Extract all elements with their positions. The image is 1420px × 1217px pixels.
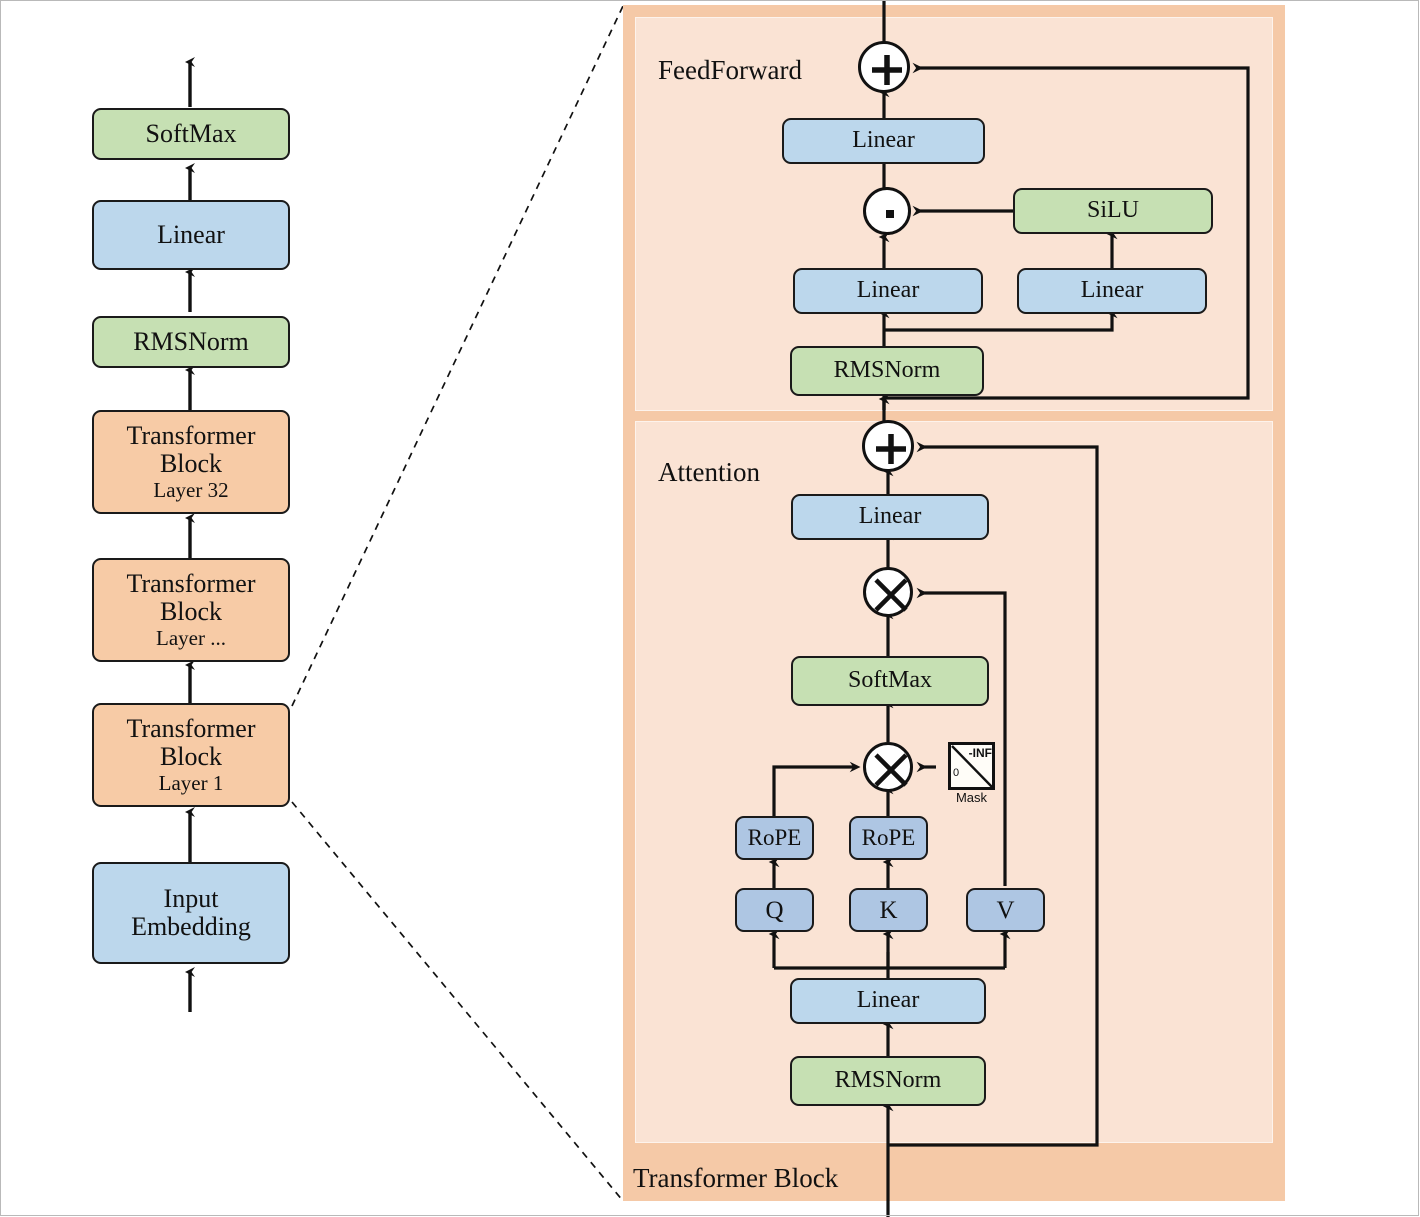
node-input-embedding: Input Embedding bbox=[92, 862, 290, 964]
attention-add-operator bbox=[862, 420, 914, 472]
node-label-2: Block bbox=[159, 597, 223, 627]
node-label-2: Block bbox=[159, 449, 223, 479]
node-transformer-block-32: Transformer Block Layer 32 bbox=[92, 410, 290, 514]
mask-icon: -INF 0 bbox=[948, 742, 995, 790]
node-transformer-block-mid: Transformer Block Layer ... bbox=[92, 558, 290, 662]
node-label: V bbox=[996, 896, 1015, 924]
attention-value-multiply-operator bbox=[863, 567, 913, 617]
times-icon bbox=[874, 753, 908, 787]
node-sublabel: Layer 1 bbox=[158, 771, 224, 796]
node-ff-linear-up: Linear bbox=[1017, 268, 1207, 314]
feedforward-multiply-operator bbox=[863, 187, 911, 235]
node-label: RMSNorm bbox=[133, 326, 249, 356]
mask-upper-value: -INF bbox=[968, 746, 992, 760]
node-label: Linear bbox=[856, 277, 920, 304]
attention-qk-multiply-operator bbox=[863, 742, 913, 792]
mask-caption: Mask bbox=[955, 790, 988, 805]
node-softmax-output: SoftMax bbox=[92, 108, 290, 160]
node-label: K bbox=[879, 896, 898, 924]
node-label-2: Block bbox=[159, 742, 223, 772]
node-sublabel: Layer ... bbox=[156, 626, 226, 651]
node-transformer-block-1: Transformer Block Layer 1 bbox=[92, 703, 290, 807]
node-linear-head: Linear bbox=[92, 200, 290, 270]
node-label: RMSNorm bbox=[834, 1067, 942, 1094]
node-sublabel: Layer 32 bbox=[153, 478, 229, 503]
plus-icon bbox=[872, 55, 902, 85]
node-rope-k: RoPE bbox=[849, 816, 928, 860]
node-value: V bbox=[966, 888, 1045, 932]
node-ff-silu: SiLU bbox=[1013, 188, 1213, 234]
transformer-block-container-label: Transformer Block bbox=[633, 1163, 839, 1193]
node-attn-rmsnorm: RMSNorm bbox=[790, 1056, 986, 1106]
node-label: SoftMax bbox=[848, 667, 932, 694]
times-icon bbox=[874, 578, 908, 612]
attention-panel-label: Attention bbox=[658, 457, 760, 487]
node-ff-linear-gate: Linear bbox=[793, 268, 983, 314]
node-label: SoftMax bbox=[145, 118, 237, 148]
node-label: RoPE bbox=[747, 824, 802, 850]
node-ff-rmsnorm: RMSNorm bbox=[790, 346, 984, 396]
node-ff-linear-out: Linear bbox=[782, 118, 985, 164]
node-label: Linear bbox=[852, 127, 915, 154]
node-label: Transformer bbox=[126, 714, 256, 744]
mask-diagonal-icon bbox=[951, 745, 994, 789]
node-label: Q bbox=[765, 896, 784, 924]
node-label-2: Embedding bbox=[131, 912, 251, 941]
mask-lower-value: 0 bbox=[953, 767, 960, 779]
node-label: Linear bbox=[858, 503, 922, 530]
node-label: RoPE bbox=[861, 824, 916, 850]
node-label: Transformer bbox=[126, 569, 256, 599]
node-label: Linear bbox=[856, 987, 920, 1014]
node-rope-q: RoPE bbox=[735, 816, 814, 860]
feedforward-panel-label: FeedForward bbox=[658, 55, 802, 85]
node-label: SiLU bbox=[1086, 197, 1139, 224]
node-key: K bbox=[849, 888, 928, 932]
node-rmsnorm-final: RMSNorm bbox=[92, 316, 290, 368]
node-attn-softmax: SoftMax bbox=[791, 656, 989, 706]
node-label: Linear bbox=[1080, 277, 1144, 304]
node-label: Transformer bbox=[126, 421, 256, 451]
node-attn-linear-in: Linear bbox=[790, 978, 986, 1024]
dot-product-icon bbox=[886, 210, 894, 218]
node-label: Linear bbox=[157, 219, 225, 249]
node-label: Input bbox=[163, 883, 219, 913]
node-attn-linear-out: Linear bbox=[791, 494, 989, 540]
feedforward-add-operator bbox=[858, 41, 910, 93]
node-query: Q bbox=[735, 888, 814, 932]
plus-icon bbox=[876, 434, 906, 464]
node-label: RMSNorm bbox=[833, 357, 941, 384]
